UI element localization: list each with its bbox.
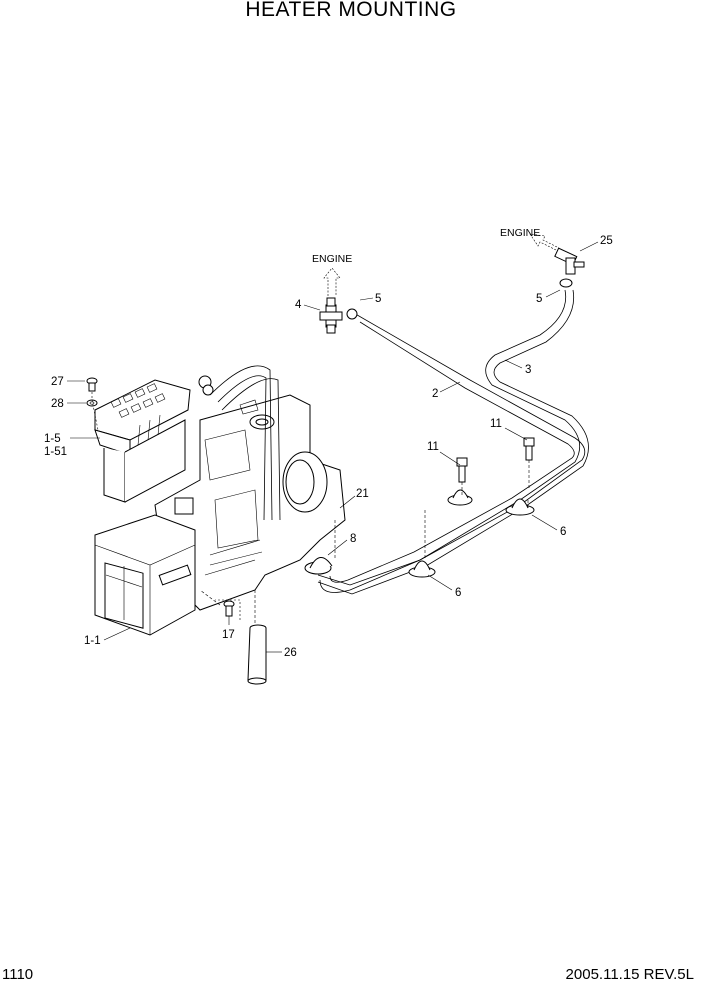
callout-5-right: 5	[536, 293, 542, 305]
engine-arrow-right	[529, 233, 560, 251]
engine-arrow-left	[323, 267, 341, 296]
callout-11-left: 11	[427, 441, 439, 453]
hose-3	[317, 289, 589, 595]
mounting-lines	[91, 392, 529, 625]
callout-1-51: 1-51	[44, 446, 67, 458]
screw-17	[223, 600, 235, 617]
page-number: 1110	[2, 966, 34, 983]
valve-4	[319, 297, 358, 334]
control-panel-1-5	[94, 379, 191, 503]
leader-lines	[67, 241, 599, 653]
engine-label-left: ENGINE	[312, 253, 352, 265]
callout-11-right: 11	[490, 418, 502, 430]
callout-21: 21	[356, 488, 369, 500]
callout-1-1: 1-1	[84, 635, 101, 647]
callout-2: 2	[432, 388, 438, 400]
engine-label-right: ENGINE	[500, 227, 540, 239]
callout-4: 4	[295, 299, 302, 311]
callout-27: 27	[51, 376, 64, 388]
callout-26: 26	[284, 647, 297, 659]
bolt-11-right	[523, 437, 535, 490]
control-box-1-1	[94, 514, 196, 636]
clamp-6-lower	[304, 557, 436, 578]
callout-8: 8	[350, 533, 356, 545]
callout-3: 3	[525, 364, 531, 376]
callout-1-5: 1-5	[44, 433, 61, 445]
callout-5-left: 5	[375, 293, 381, 305]
callout-28: 28	[51, 398, 64, 410]
callout-25: 25	[600, 235, 613, 247]
screw-27	[86, 377, 98, 392]
clamp-6-upper	[447, 489, 535, 516]
callout-6-right: 6	[560, 526, 566, 538]
callout-17: 17	[222, 629, 235, 641]
page-title: HEATER MOUNTING	[245, 0, 457, 21]
valve-25	[554, 247, 585, 288]
callout-6-lower: 6	[455, 587, 461, 599]
heater-unit	[154, 365, 346, 611]
revision-date: 2005.11.15 REV.5L	[565, 966, 694, 983]
duct-26	[247, 624, 267, 685]
bolt-11-left	[456, 457, 468, 496]
